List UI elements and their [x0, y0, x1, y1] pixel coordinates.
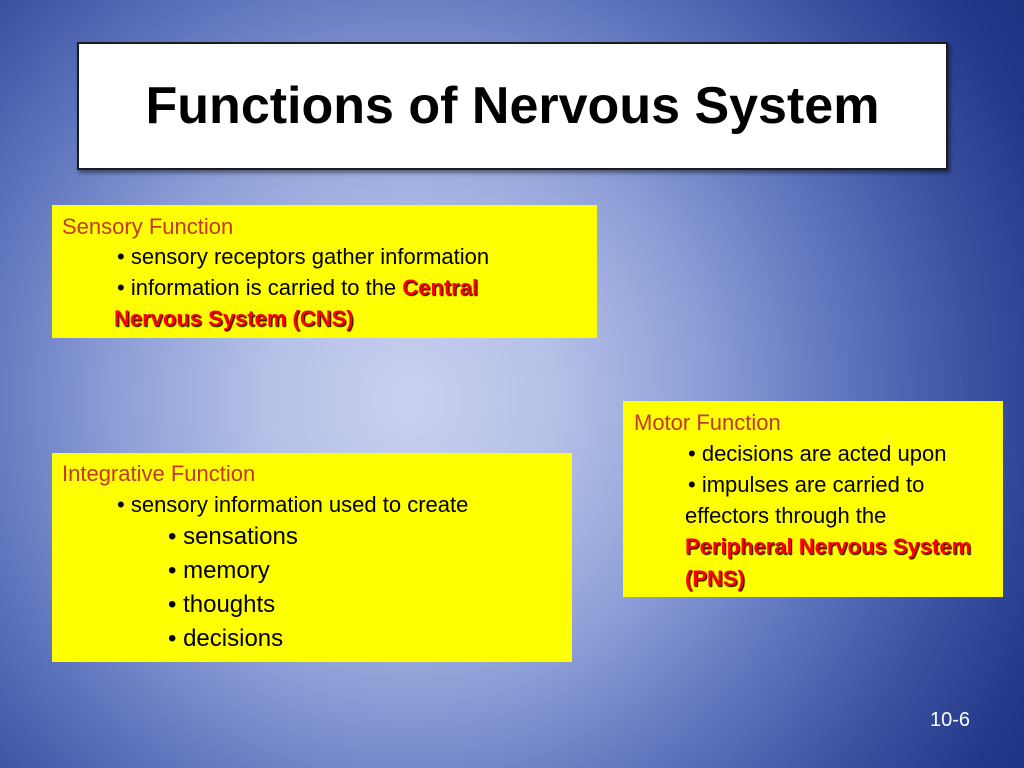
motor-item-2-continuation: effectors through the [685, 500, 886, 531]
sensory-item-2-continuation: Nervous System (CNS) [114, 303, 354, 334]
integrative-subitem: • memory [168, 554, 270, 588]
sensory-function-box: Sensory Function • sensory receptors gat… [52, 205, 597, 338]
item-text: sensory information used to create [130, 492, 469, 517]
integrative-function-box: Integrative Function • sensory informati… [52, 453, 572, 662]
subitem-text: sensations [183, 523, 298, 550]
item-text: information is carried to the [130, 275, 397, 300]
item-text: impulses are carried to [701, 472, 925, 497]
bullet-marker: • [168, 591, 177, 618]
motor-item-2: • impulses are carried to [688, 469, 924, 500]
motor-item-1: • decisions are acted upon [688, 438, 946, 469]
bullet-marker: • [117, 492, 125, 517]
motor-item-2-continuation: Peripheral Nervous System [685, 531, 971, 562]
item-text: sensory receptors gather information [130, 244, 490, 269]
bullet-marker: • [168, 625, 177, 652]
motor-item-2-continuation: (PNS) [685, 563, 745, 594]
item-text: effectors through the [685, 503, 887, 528]
integrative-subitem: • thoughts [168, 588, 275, 622]
cns-highlight-text: Central [402, 275, 479, 300]
subitem-text: thoughts [183, 591, 276, 618]
pns-highlight-text: (PNS) [685, 566, 745, 591]
page-number: 10-6 [929, 709, 970, 731]
bullet-marker: • [117, 275, 125, 300]
motor-function-heading: Motor Function [634, 410, 781, 435]
cns-highlight-text: Nervous System (CNS) [114, 306, 354, 331]
bullet-marker: • [168, 557, 177, 584]
bullet-marker: • [168, 523, 177, 550]
title-box: Functions of Nervous System [77, 42, 948, 170]
subitem-text: memory [183, 557, 270, 584]
slide-title: Functions of Nervous System [145, 77, 880, 135]
item-text: decisions are acted upon [701, 441, 947, 466]
integrative-subitem: • decisions [168, 622, 283, 656]
sensory-function-heading: Sensory Function [62, 214, 234, 239]
subitem-text: decisions [183, 625, 284, 652]
bullet-marker: • [688, 441, 696, 466]
integrative-item-1: • sensory information used to create [117, 489, 468, 520]
integrative-subitem: • sensations [168, 520, 298, 554]
sensory-item-2: • information is carried to the Central [117, 272, 478, 303]
integrative-function-heading: Integrative Function [62, 461, 256, 486]
sensory-item-1: • sensory receptors gather information [117, 241, 489, 272]
pns-highlight-text: Peripheral Nervous System [685, 534, 972, 559]
bullet-marker: • [117, 244, 125, 269]
bullet-marker: • [688, 472, 696, 497]
motor-function-box: Motor Function • decisions are acted upo… [623, 401, 1003, 597]
